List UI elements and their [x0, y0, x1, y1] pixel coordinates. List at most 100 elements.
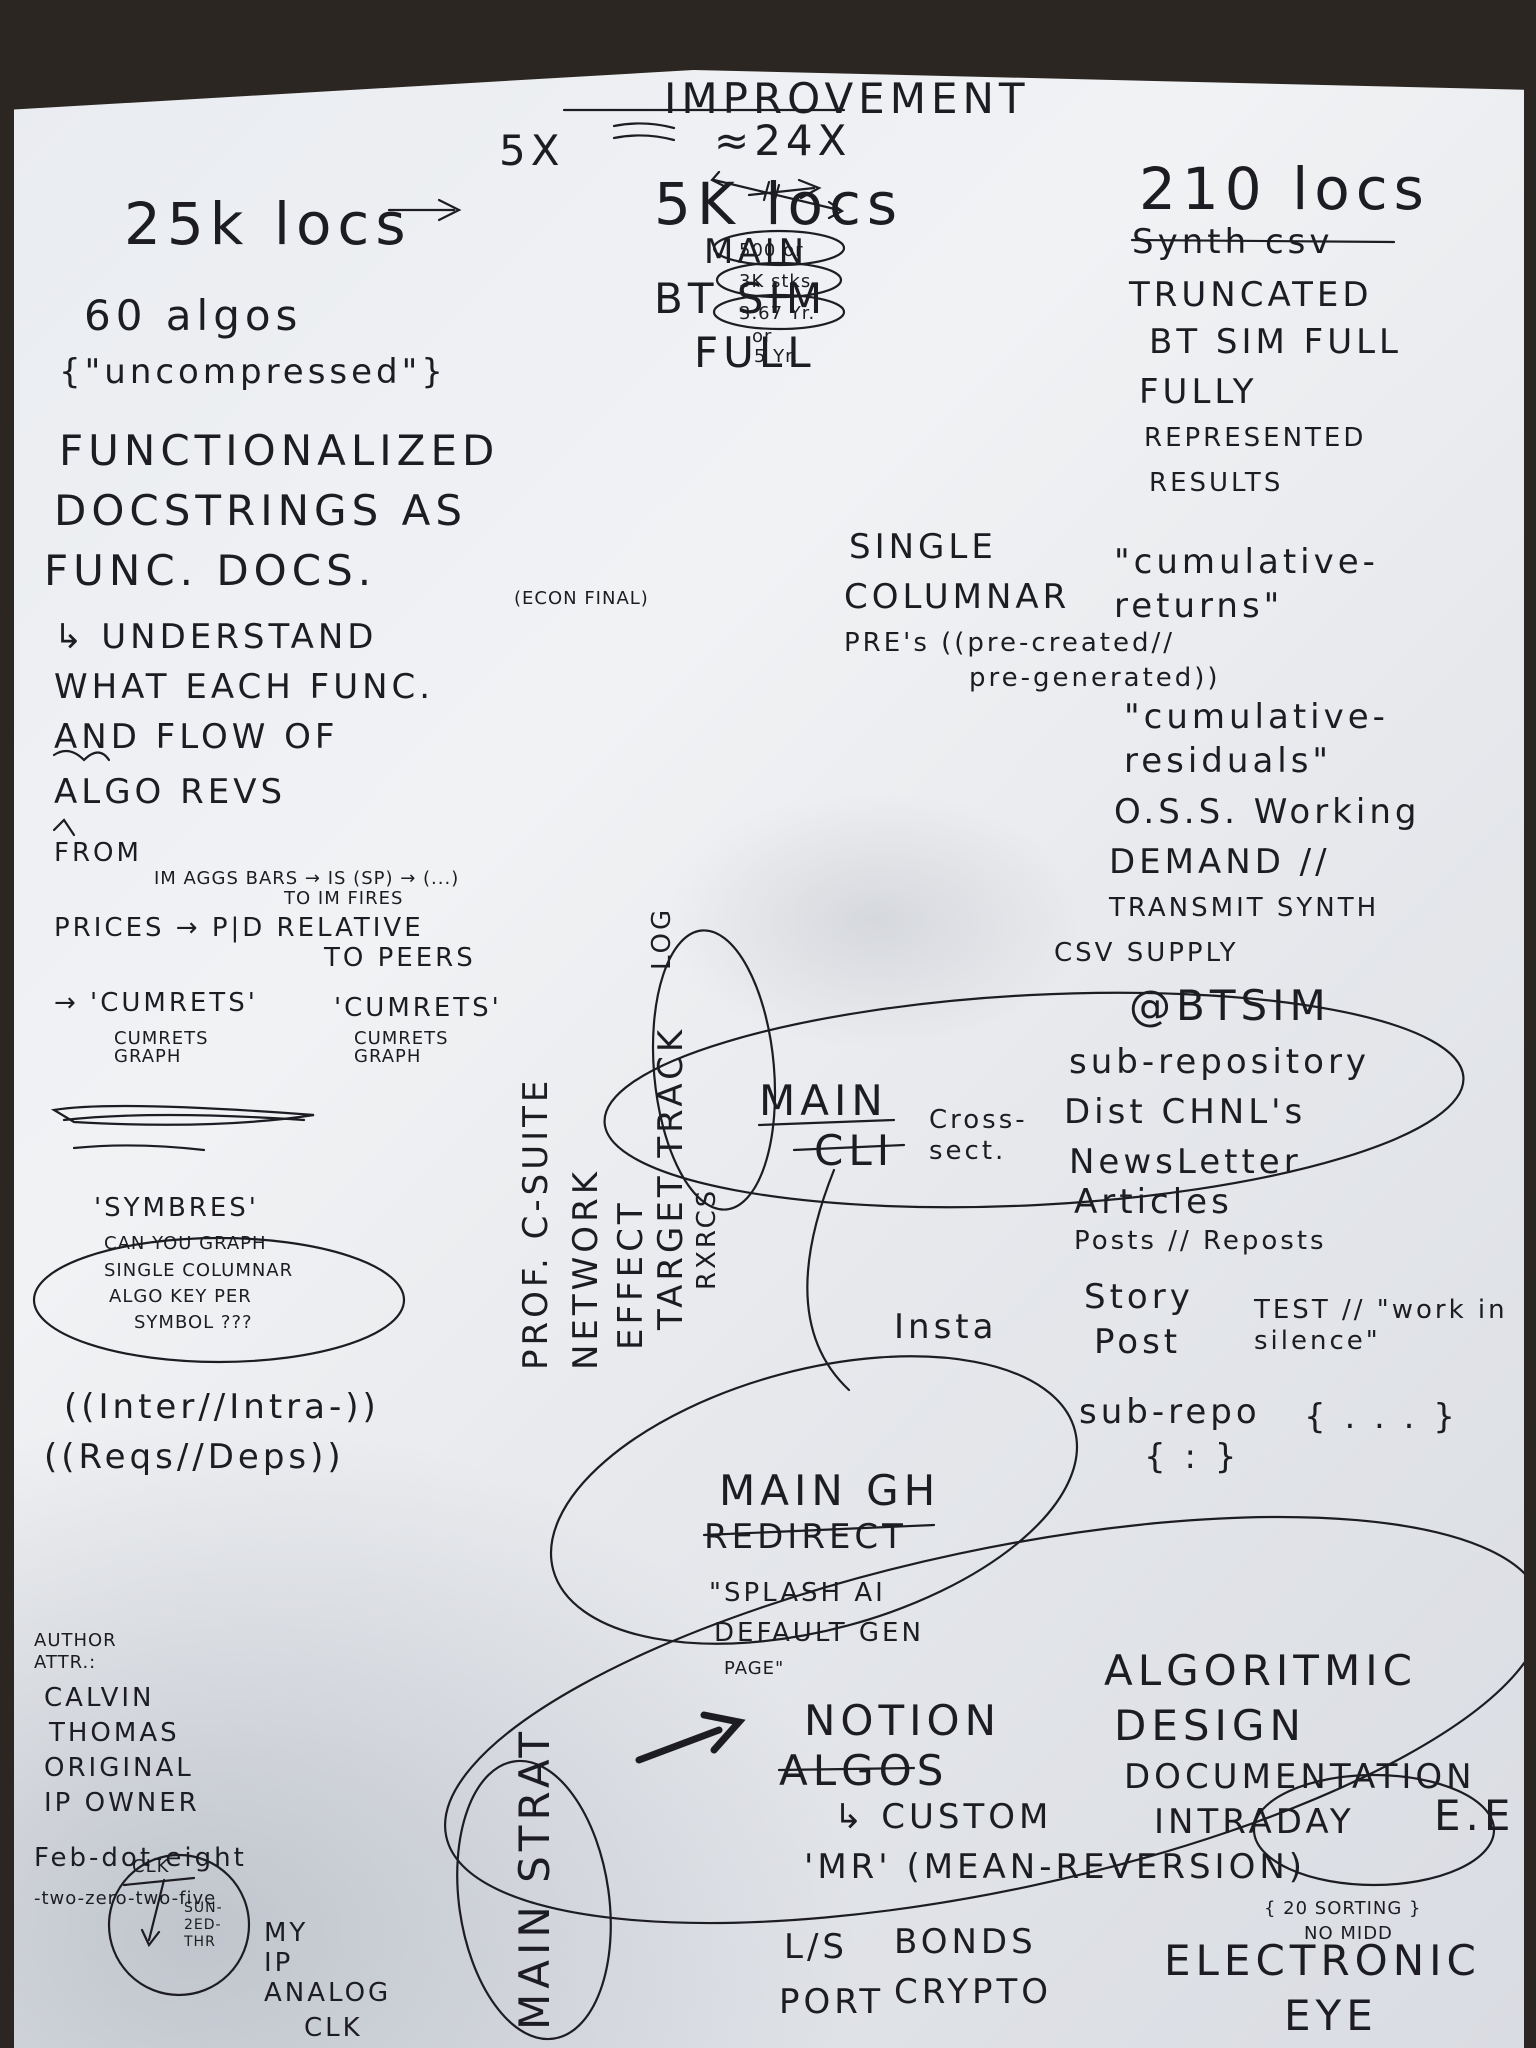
mean-reversion: 'MR' (MEAN-REVERSION): [804, 1847, 1307, 1887]
ee-label: E.E: [1434, 1791, 1516, 1840]
symbol-q: SYMBOL ???: [134, 1312, 253, 1333]
loc-5k: 5K locs: [654, 170, 904, 238]
columnar-label: COLUMNAR: [844, 577, 1071, 617]
bt-sim-full: BT SIM FULL: [1149, 322, 1402, 362]
redirect: REDIRECT: [704, 1517, 907, 1557]
author-thomas: THOMAS: [49, 1718, 180, 1748]
fully-label: FULLY: [1139, 372, 1258, 412]
five-x: 5X: [499, 126, 565, 175]
pre-generated: pre-generated)): [969, 663, 1221, 693]
ip-label: IP: [264, 1948, 294, 1978]
box-5yr: 5 Yr.: [754, 346, 799, 367]
articles: Articles: [1074, 1182, 1233, 1222]
algoritmic: ALGORITMIC: [1104, 1646, 1417, 1695]
reqs-deps: ((Reqs//Deps)): [44, 1437, 345, 1477]
arrow-5k-210: [747, 178, 822, 200]
truncated-underline: [1130, 238, 1396, 244]
smudge: [664, 790, 1084, 1050]
oval-sorting: [1252, 1773, 1496, 1887]
understand: ↳ UNDERSTAND: [54, 617, 378, 657]
prices-relative: PRICES → P|D RELATIVE: [54, 913, 424, 943]
vert-effect: EFFECT: [611, 1199, 651, 1350]
econ-final: (ECON FINAL): [514, 588, 649, 609]
no-sorting: { 20 SORTING }: [1264, 1898, 1422, 1919]
vert-target-track: TARGET TRACK: [651, 1025, 691, 1330]
intraday: INTRADAY: [1154, 1802, 1355, 1842]
cumrets-1: → 'CUMRETS': [54, 988, 258, 1018]
strike-2: [72, 1144, 206, 1152]
notion: NOTION: [804, 1696, 1001, 1745]
oval-3k: [715, 261, 843, 299]
truncated-label: TRUNCATED: [1129, 275, 1373, 315]
strike-1: [62, 1113, 306, 1122]
single-columnar-algo: SINGLE COLUMNAR: [104, 1260, 294, 1281]
braces-2: { : }: [1144, 1437, 1241, 1477]
redirect-underline: [702, 1523, 936, 1537]
and-flow-of: AND FLOW OF: [54, 717, 339, 757]
docstrings-as: DOCSTRINGS AS: [54, 486, 467, 535]
main-label: MAIN: [704, 232, 809, 272]
oval-symbres: [32, 1236, 406, 1364]
represented-label: REPRESENTED: [1144, 423, 1367, 453]
insta: Insta: [894, 1307, 998, 1347]
results-label: RESULTS: [1149, 468, 1284, 498]
original-label: ORIGINAL: [44, 1753, 194, 1783]
at-btsim: @BTSIM: [1129, 981, 1331, 1030]
box-3k: 3K stks.: [739, 271, 818, 292]
sub-repository: sub-repository: [1069, 1042, 1371, 1082]
to-im-fires: TO IM FIRES: [284, 888, 404, 909]
oval-500: [712, 229, 846, 267]
can-you-graph: CAN YOU GRAPH: [104, 1233, 267, 1254]
cli-underline: [792, 1143, 906, 1152]
page-label: PAGE": [724, 1658, 785, 1679]
vert-rxrcs: RXRCS: [692, 1187, 722, 1290]
approx-sign: [612, 122, 676, 142]
improvement-label: IMPROVEMENT: [664, 74, 1030, 123]
eye-label: EYE: [1284, 1991, 1378, 2040]
functionalized: FUNCTIONALIZED: [59, 426, 500, 475]
posts-reposts: Posts // Reposts: [1074, 1226, 1327, 1256]
oval-main-gh: [549, 1355, 1079, 1645]
story: Story: [1084, 1277, 1194, 1317]
bonds-label: BONDS: [894, 1922, 1037, 1962]
ls-label: L/S: [784, 1927, 848, 1967]
loc-25k: 25k locs: [124, 190, 412, 258]
scribble-2: [52, 818, 76, 837]
what-each-func: WHAT EACH FUNC.: [54, 667, 435, 707]
main-gh: MAIN GH: [719, 1466, 941, 1515]
oval-main-cli: [603, 991, 1465, 1209]
algo-revs: ALGO REVS: [54, 772, 287, 812]
cumulative-returns: "cumulative-returns": [1114, 542, 1379, 627]
scribble-block: [50, 1104, 315, 1126]
transmit-synth: TRANSMIT SYNTH: [1109, 893, 1380, 923]
oval-bottom: [443, 1515, 1524, 1925]
notebook-page: IMPROVEMENT ≈24X locs - lines of code 5X…: [14, 70, 1524, 2048]
vert-log: LOG: [647, 906, 677, 970]
single-label: SINGLE: [849, 527, 997, 567]
algo-key-per: ALGO KEY PER: [109, 1286, 252, 1307]
date-year: -two-zero-two-five: [34, 1888, 217, 1909]
clock-date: SUN-2ED-THR: [184, 1900, 223, 1950]
im-aggs: IM AGGS BARS → IS (SP) → (...): [154, 868, 460, 889]
uncompressed: {"uncompressed"}: [59, 352, 447, 392]
to-peers: TO PEERS: [324, 943, 476, 973]
box-367: 3.67 Yr.: [739, 303, 816, 324]
documentation: DOCUMENTATION: [1124, 1757, 1476, 1797]
cumulative-residuals: "cumulative-residuals": [1124, 697, 1389, 782]
analog-label: ANALOG: [264, 1978, 392, 2008]
sub-repo: sub-repo: [1079, 1392, 1261, 1432]
double-arrow: [710, 170, 845, 220]
clock-hands: [122, 1876, 196, 1948]
author-calvin: CALVIN: [44, 1683, 155, 1713]
dist-chnls: Dist CHNL's: [1064, 1092, 1307, 1132]
main-strat: MAIN STRAT: [510, 1726, 559, 2030]
arrow-notion: [635, 1711, 746, 1764]
date-feb: Feb-dot-eight: [34, 1843, 247, 1873]
port-label: PORT: [779, 1982, 885, 2022]
custom: ↳ CUSTOM: [834, 1797, 1053, 1837]
synth-csv: Synth csv: [1132, 222, 1334, 262]
clock-circle: [107, 1853, 251, 1997]
splash-ai: "SPLASH AI: [709, 1578, 886, 1608]
cross-sect: Cross-sect.: [929, 1105, 1028, 1167]
oval-367: [712, 293, 846, 331]
